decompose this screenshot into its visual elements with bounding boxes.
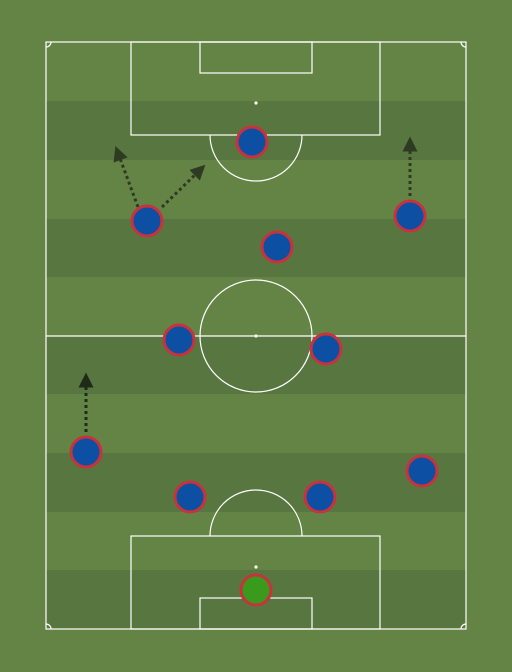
top-penalty-arc — [209, 134, 303, 182]
corner-arc-bottom-left — [45, 623, 52, 630]
player-defender-left-center[interactable] — [173, 480, 207, 514]
corner-arc-top-right — [460, 41, 467, 48]
grass-stripe — [46, 336, 466, 394]
players — [69, 125, 439, 607]
grass-stripe — [46, 219, 466, 277]
bottom-penalty-spot — [254, 565, 258, 569]
corner-arc-bottom-right — [460, 623, 467, 630]
grass-stripe — [46, 453, 466, 512]
movement-arrow — [160, 164, 206, 209]
player-goalkeeper[interactable] — [239, 573, 273, 607]
bottom-penalty-arc — [209, 489, 303, 537]
player-striker[interactable] — [235, 125, 269, 159]
center-spot — [254, 334, 258, 338]
top-six-yard-box — [199, 41, 313, 74]
player-defender-right[interactable] — [405, 454, 439, 488]
player-midfielder-right-center[interactable] — [309, 332, 343, 366]
player-forward-right[interactable] — [393, 199, 427, 233]
corner-arc-top-left — [45, 41, 52, 48]
center-circle — [199, 279, 313, 393]
player-midfielder-attacking[interactable] — [260, 230, 294, 264]
movement-arrows — [78, 136, 418, 432]
player-forward-left[interactable] — [130, 204, 164, 238]
player-defender-right-center[interactable] — [303, 480, 337, 514]
player-defender-left[interactable] — [69, 435, 103, 469]
player-midfielder-left-center[interactable] — [162, 323, 196, 357]
top-penalty-spot — [254, 101, 258, 105]
